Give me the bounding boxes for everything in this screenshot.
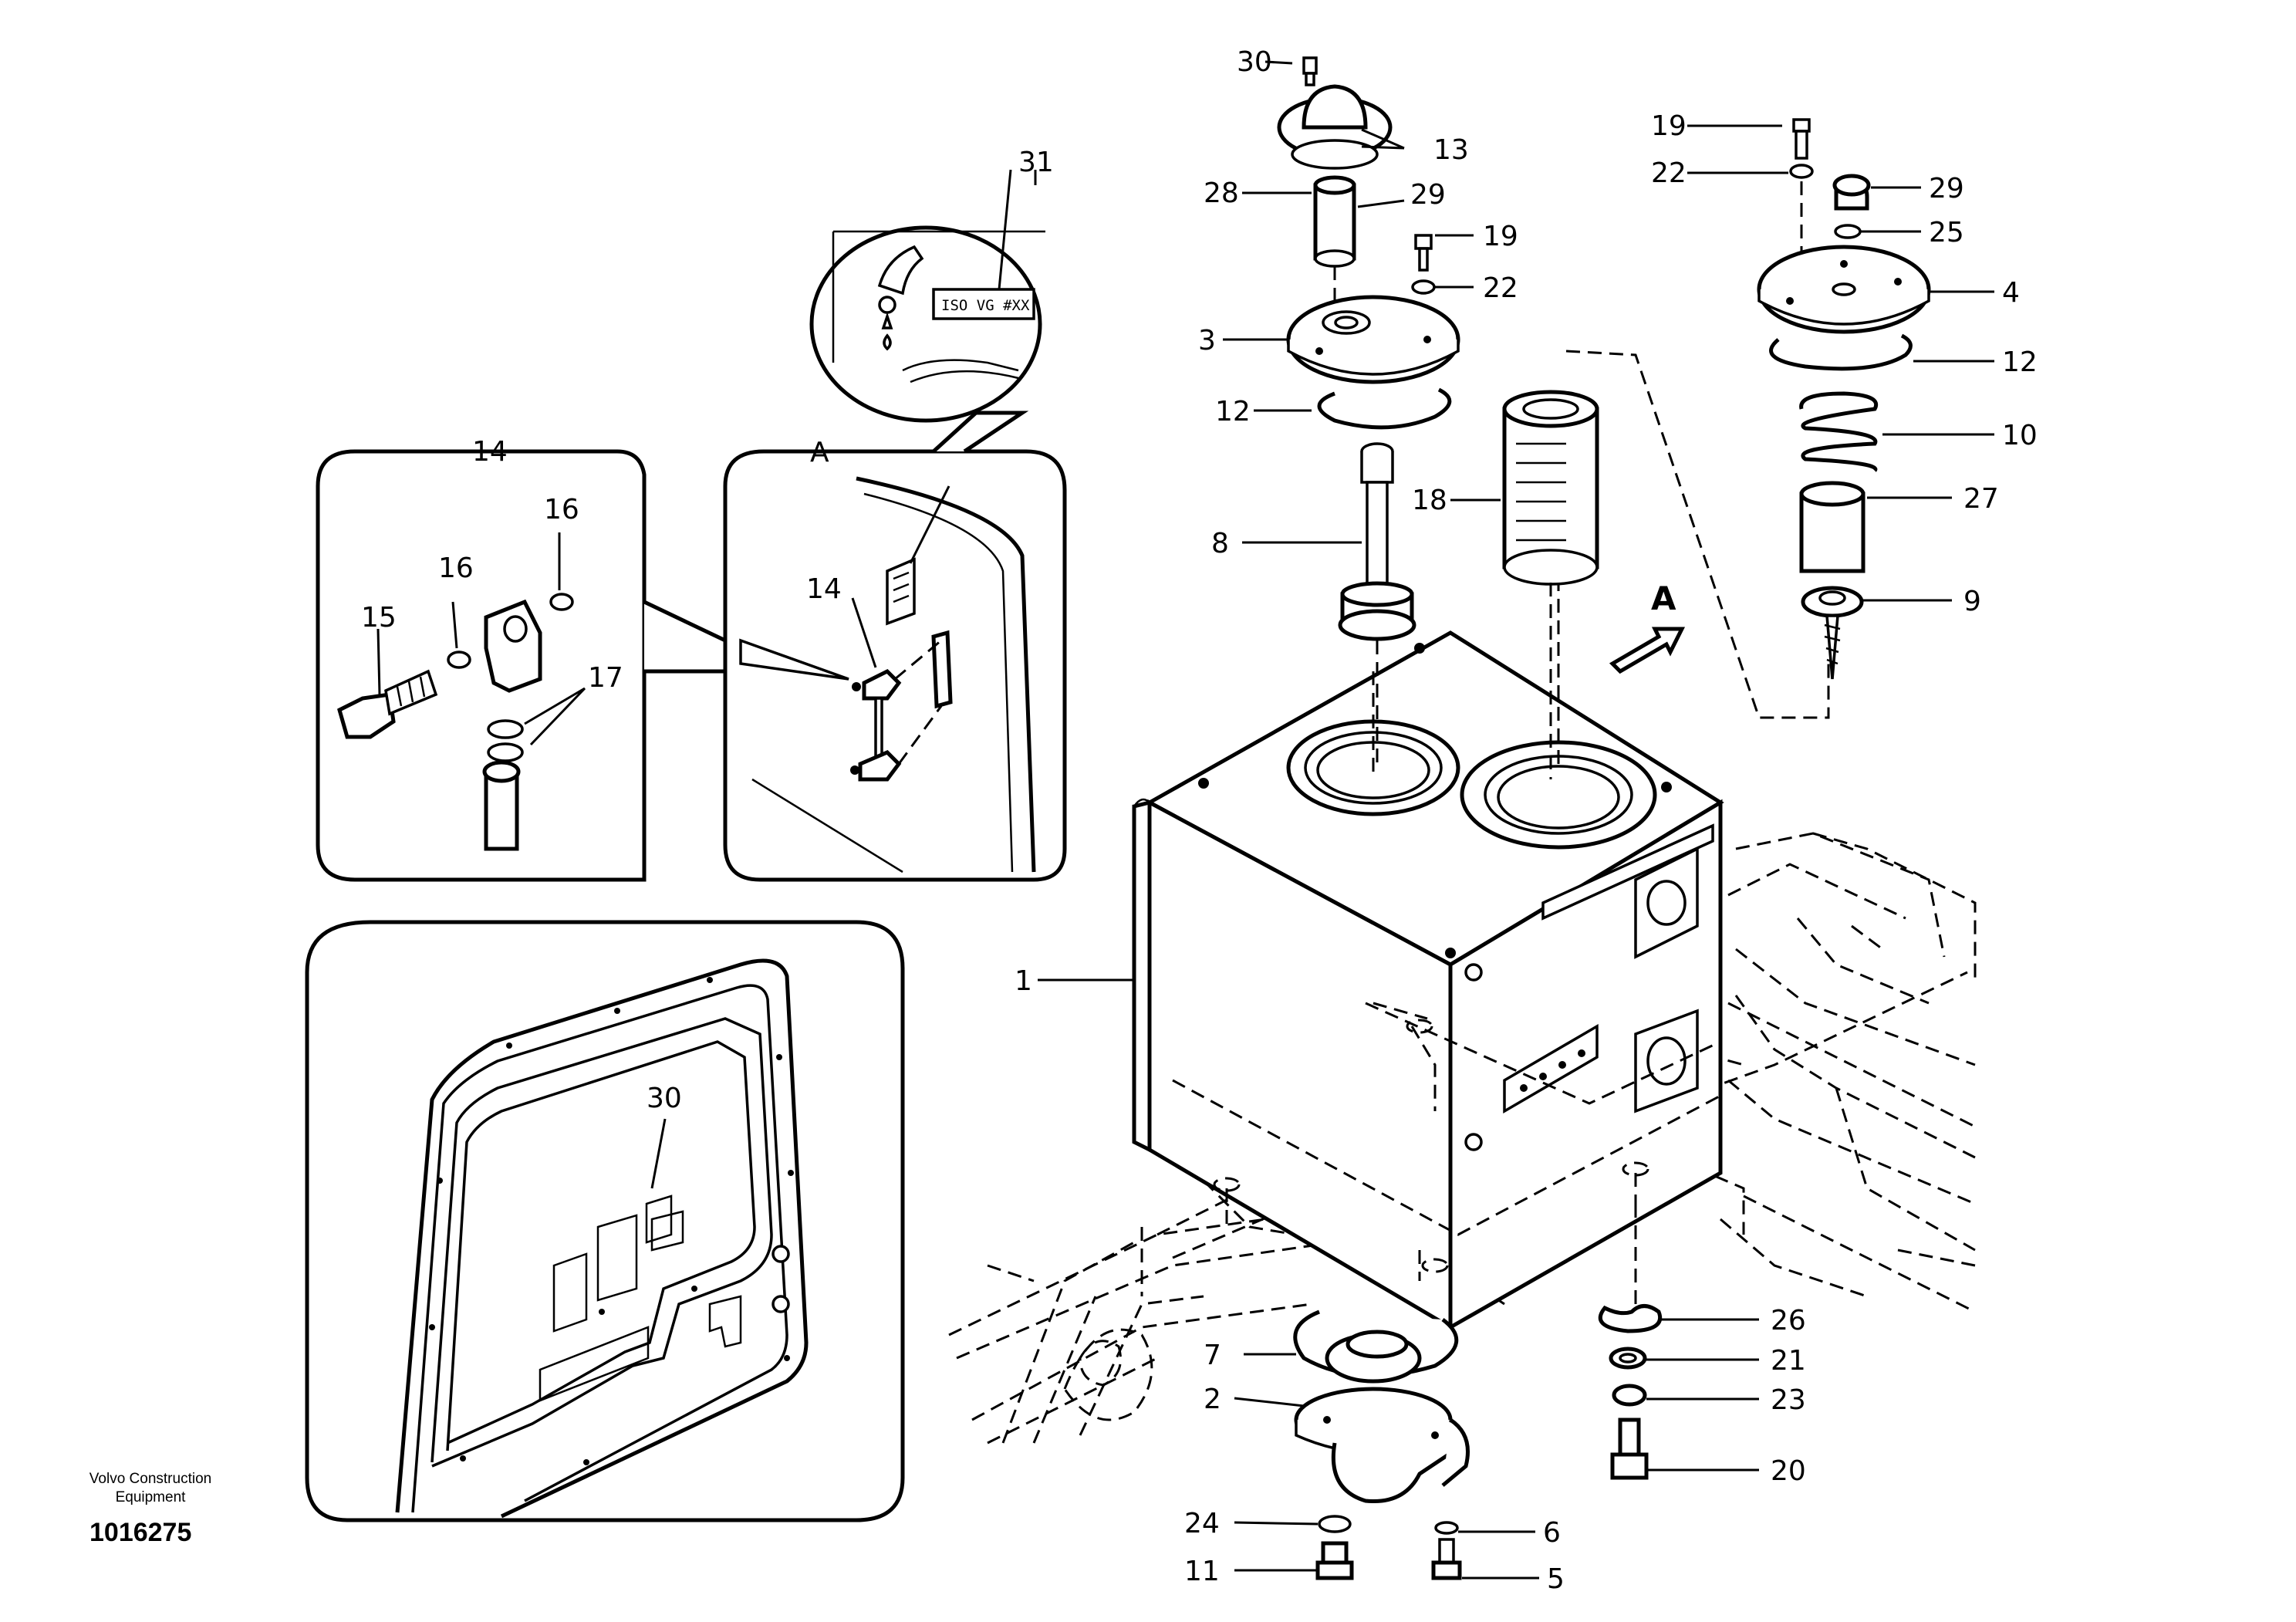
filter-element <box>1502 390 1599 779</box>
callout-11: 11 <box>1184 1556 1220 1587</box>
callout-10: 10 <box>2002 420 2038 451</box>
callout-23: 23 <box>1771 1384 1806 1416</box>
detail-box-door <box>305 920 905 1522</box>
right-breather-stack <box>1757 118 1931 680</box>
callout-16-a: 16 <box>438 552 474 584</box>
title-block: Volvo Construction Equipment 1016275 <box>54 1470 247 1548</box>
callout-20: 20 <box>1771 1455 1806 1487</box>
drawing-number: 1016275 <box>89 1518 192 1547</box>
upper-cover-stack <box>1277 56 1460 764</box>
detail-box-a <box>723 411 1067 882</box>
callout-16-b: 16 <box>544 494 579 525</box>
callout-9: 9 <box>1963 586 1981 617</box>
callout-17: 17 <box>588 662 623 694</box>
view-arrow-label: A <box>1651 580 1676 617</box>
callout-29-b: 29 <box>1929 173 1964 204</box>
callout-19-b: 19 <box>1651 110 1687 142</box>
callout-8: 8 <box>1211 528 1229 559</box>
detail-decal-oval <box>809 169 1045 423</box>
assembly-path-dashed <box>1565 350 1830 719</box>
callout-31: 31 <box>1018 147 1054 178</box>
leader-lines <box>372 60 1994 1580</box>
callout-labels: 30 13 28 29 19 22 3 12 8 18 A 19 22 29 2… <box>361 46 2038 1595</box>
callout-14-b: 14 <box>806 573 842 605</box>
callout-12-a: 12 <box>1215 396 1251 427</box>
callout-13: 13 <box>1433 134 1469 166</box>
detail-box-14 <box>316 449 728 882</box>
callout-21: 21 <box>1771 1345 1806 1377</box>
detail-a-label: A <box>810 437 829 468</box>
callout-24: 24 <box>1184 1508 1220 1539</box>
callout-5: 5 <box>1547 1563 1565 1595</box>
callout-22-b: 22 <box>1651 157 1687 189</box>
callout-6: 6 <box>1543 1517 1561 1549</box>
callout-18: 18 <box>1412 485 1447 516</box>
callout-1: 1 <box>1015 965 1032 997</box>
callout-19-a: 19 <box>1483 221 1518 252</box>
callout-3: 3 <box>1198 325 1216 357</box>
callout-12-b: 12 <box>2002 346 2038 378</box>
bottom-suction-assembly <box>1293 1309 1470 1580</box>
hydraulic-tank <box>1132 556 1724 1358</box>
callout-26: 26 <box>1771 1305 1806 1336</box>
mounting-hardware <box>1598 1304 1662 1480</box>
decal-iso-vg-text: ISO VG #XX <box>941 297 1030 314</box>
view-arrow-a <box>1609 627 1686 674</box>
callout-30-a: 30 <box>1237 46 1272 78</box>
callout-4: 4 <box>2002 277 2020 309</box>
company-name: Volvo Construction Equipment <box>89 1471 212 1505</box>
callout-28: 28 <box>1204 177 1239 209</box>
callout-25: 25 <box>1929 217 1964 248</box>
callout-7: 7 <box>1204 1340 1221 1371</box>
callout-14-a: 14 <box>472 436 508 468</box>
callout-27: 27 <box>1963 483 1999 515</box>
callout-30-b: 30 <box>647 1083 682 1114</box>
callout-29-a: 29 <box>1410 179 1446 211</box>
callout-2: 2 <box>1204 1384 1221 1415</box>
callout-22-a: 22 <box>1483 272 1518 304</box>
callout-15: 15 <box>361 602 397 634</box>
